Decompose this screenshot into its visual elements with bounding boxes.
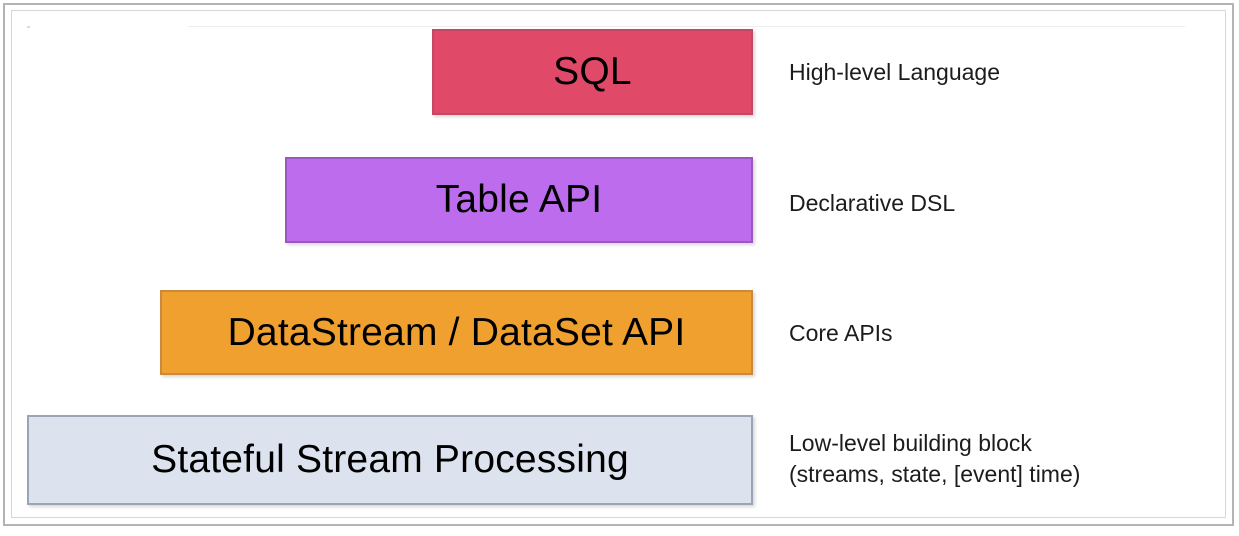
layer-bar-table-api[interactable]: Table API (285, 157, 753, 243)
top-left-speck (27, 26, 30, 28)
layer-bar-stateful-stream-processing[interactable]: Stateful Stream Processing (27, 415, 753, 505)
top-hairline-rule (188, 26, 1185, 27)
layer-label-sql: SQL (553, 50, 632, 93)
layer-bar-sql[interactable]: SQL (432, 29, 753, 115)
layer-label-table-api: Table API (435, 178, 603, 221)
layer-label-stateful-stream-processing: Stateful Stream Processing (151, 438, 629, 481)
layer-description-datastream-dataset-api: Core APIs (789, 320, 893, 346)
layer-description-table-api: Declarative DSL (789, 190, 956, 216)
layer-label-datastream-dataset-api: DataStream / DataSet API (227, 310, 686, 354)
layer-description-sql: High-level Language (789, 59, 1000, 85)
layer-description-stateful-stream-processing: Low-level building block (streams, state… (789, 430, 1081, 487)
layer-bar-datastream-dataset-api[interactable]: DataStream / DataSet API (160, 290, 753, 375)
